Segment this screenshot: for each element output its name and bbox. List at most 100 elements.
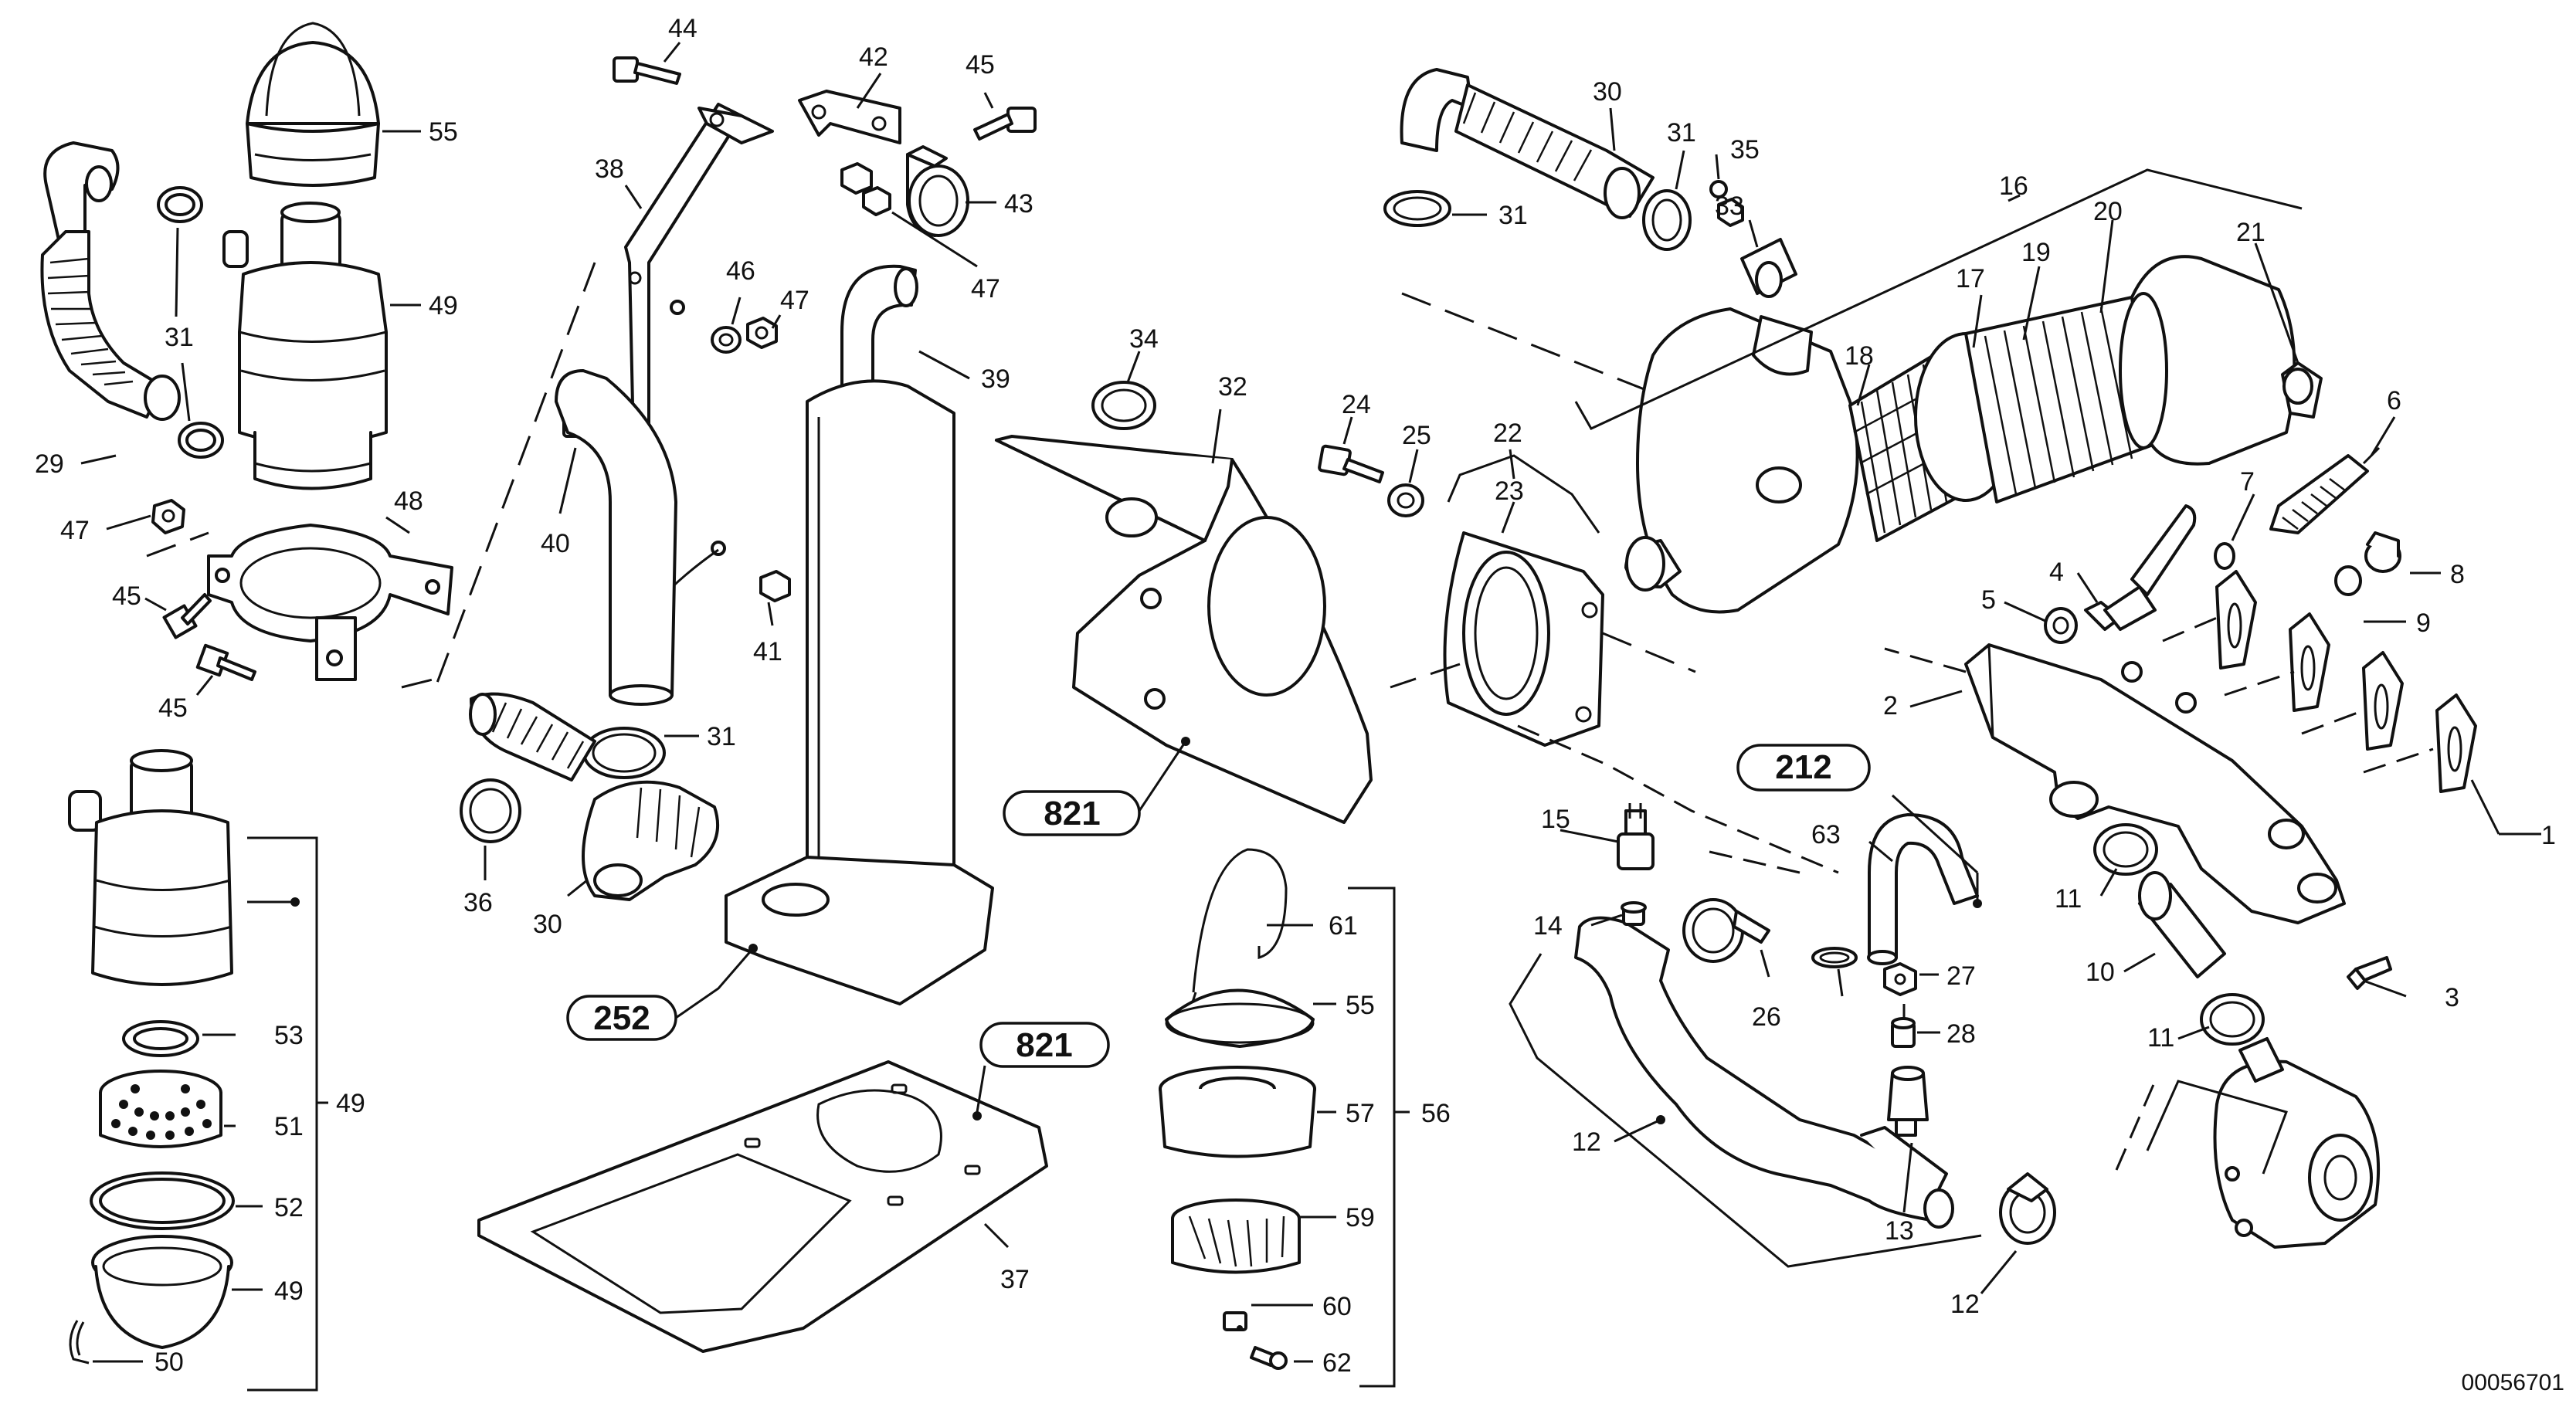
part-51-clip (69, 1320, 90, 1365)
callout-31-center: 31 (707, 722, 736, 751)
callouts: 55 49 31 29 48 47 45 45 44 42 45 43 (35, 14, 2556, 1378)
callout-23: 22 (1493, 419, 1522, 448)
part-62-bent-tube (1867, 813, 1979, 965)
callout-20: 19 (2021, 238, 2051, 267)
dash-line-left-bracket (146, 531, 433, 689)
part-26-washer (1387, 483, 1424, 517)
dash-line-intake-adapter (1390, 632, 1696, 689)
callout-47-center: 47 (971, 274, 1000, 303)
callout-8: 8 (2450, 560, 2465, 589)
callout-49-top: 49 (429, 291, 458, 320)
callout-39: 39 (981, 364, 1010, 394)
callout-35: 34 (1129, 324, 1159, 354)
badge-252 (566, 995, 677, 1041)
callout-61: 62 (1322, 1348, 1352, 1378)
callout-33: 33 (1715, 192, 1744, 221)
callout-9: 9 (2416, 609, 2431, 638)
callout-47-left: 47 (60, 516, 90, 545)
part-2-manifold (1964, 643, 2346, 924)
callout-31-top-a: 31 (1498, 201, 1528, 230)
part-30-hose-center (469, 692, 720, 901)
part-44-bolt (613, 56, 681, 85)
part-35-ring (1091, 381, 1156, 430)
callout-13: 12 (1572, 1127, 1601, 1157)
callout-60: 60 (1322, 1292, 1352, 1321)
part-21-filter-cap (2119, 255, 2296, 466)
callout-42: 42 (859, 42, 888, 72)
callout-53: 52 (274, 1193, 304, 1222)
bracket-line-13 (1509, 953, 1982, 1268)
callout-18: 17 (1956, 264, 1985, 293)
part-33-sleeve (1740, 238, 1797, 298)
callout-10: 10 (2086, 958, 2115, 987)
part-53-ring-gasket (90, 1171, 235, 1230)
callout-22: 21 (2236, 218, 2265, 247)
part-63-clip (1811, 947, 1858, 968)
bracket-line-55 (1348, 887, 1396, 1388)
callout-58: 61 (1329, 911, 1358, 941)
callout-32: 32 (1218, 372, 1247, 402)
callout-15: 14 (1533, 911, 1563, 941)
callout-54: 53 (274, 1021, 304, 1050)
part-41-nut (663, 541, 791, 602)
part-50-dust-bowl (91, 1235, 233, 1349)
part-9-washer (2334, 565, 2362, 596)
dash-line-center (431, 262, 596, 696)
callout-14: 13 (1885, 1216, 1914, 1246)
dash-line-27 (1699, 848, 1800, 874)
callout-19: 18 (1845, 341, 1874, 371)
part-13-hose (1574, 916, 1954, 1229)
callout-40: 40 (541, 529, 570, 558)
part-1-gaskets (2215, 570, 2477, 793)
part-30-hose-upper-left (40, 141, 164, 419)
callout-62: 63 (1811, 820, 1841, 849)
callout-57: 57 (1346, 1099, 1375, 1128)
part-49-precleaner-exploded (68, 749, 233, 986)
bracket-line-23 (1447, 454, 1600, 534)
callout-49-bottom: 49 (336, 1089, 365, 1118)
callout-26: 25 (1402, 421, 1431, 450)
callout-21: 20 (2093, 197, 2123, 226)
part-27-hose-clamp (1682, 898, 1770, 963)
part-47-nut-left (151, 499, 185, 534)
callout-56: 55 (1346, 991, 1375, 1020)
callout-30-left: 29 (35, 449, 64, 479)
part-4-pipe-fitting (2084, 504, 2197, 631)
part-10-hose-sleeve (2138, 871, 2226, 978)
callout-12: 12 (1950, 1290, 1980, 1319)
part-32-heat-shield (995, 435, 1373, 824)
callout-30-center: 30 (533, 910, 562, 939)
callout-31-top-b: 31 (1667, 118, 1696, 147)
part-11-clamps-right (2093, 823, 2265, 1046)
part-45-bolt-top (973, 107, 1037, 141)
part-40-tailpipe-bent (555, 369, 677, 706)
part-56-cap (1165, 988, 1315, 1048)
callout-55-bottom: 56 (1421, 1099, 1451, 1128)
part-19-filter-housing (1624, 307, 1859, 614)
bracket-line-turbo (2146, 1080, 2288, 1175)
callout-25: 24 (1342, 390, 1371, 419)
callout-50: 49 (274, 1276, 304, 1306)
callout-27: 26 (1752, 1002, 1781, 1032)
part-36-ring (460, 778, 521, 843)
part-45-bolts-left (162, 593, 256, 681)
part-20-filter-element-outer (1914, 296, 2157, 503)
part-48-mounting-bracket (207, 524, 453, 681)
part-24-intake-adapter (1443, 531, 1604, 747)
part-8-plug (2364, 531, 2401, 573)
part-31-clamps-top-right (1383, 189, 1692, 251)
callout-48: 48 (394, 487, 423, 516)
part-34-nut-washer (1709, 180, 1744, 227)
callout-30-top: 30 (1593, 77, 1622, 107)
part-57-body (1159, 1066, 1316, 1158)
part-54-seal-ring (122, 1020, 199, 1057)
dash-line-oil (1517, 724, 1839, 874)
callout-46: 46 (726, 256, 755, 286)
part-60-clip (1223, 1311, 1247, 1331)
callout-3: 3 (2445, 983, 2459, 1012)
badge-212-text: 212 (1775, 748, 1831, 786)
dash-line-manifold (1884, 647, 1967, 673)
badge-821-plate (979, 1022, 1110, 1068)
part-7-oring (2214, 542, 2235, 570)
